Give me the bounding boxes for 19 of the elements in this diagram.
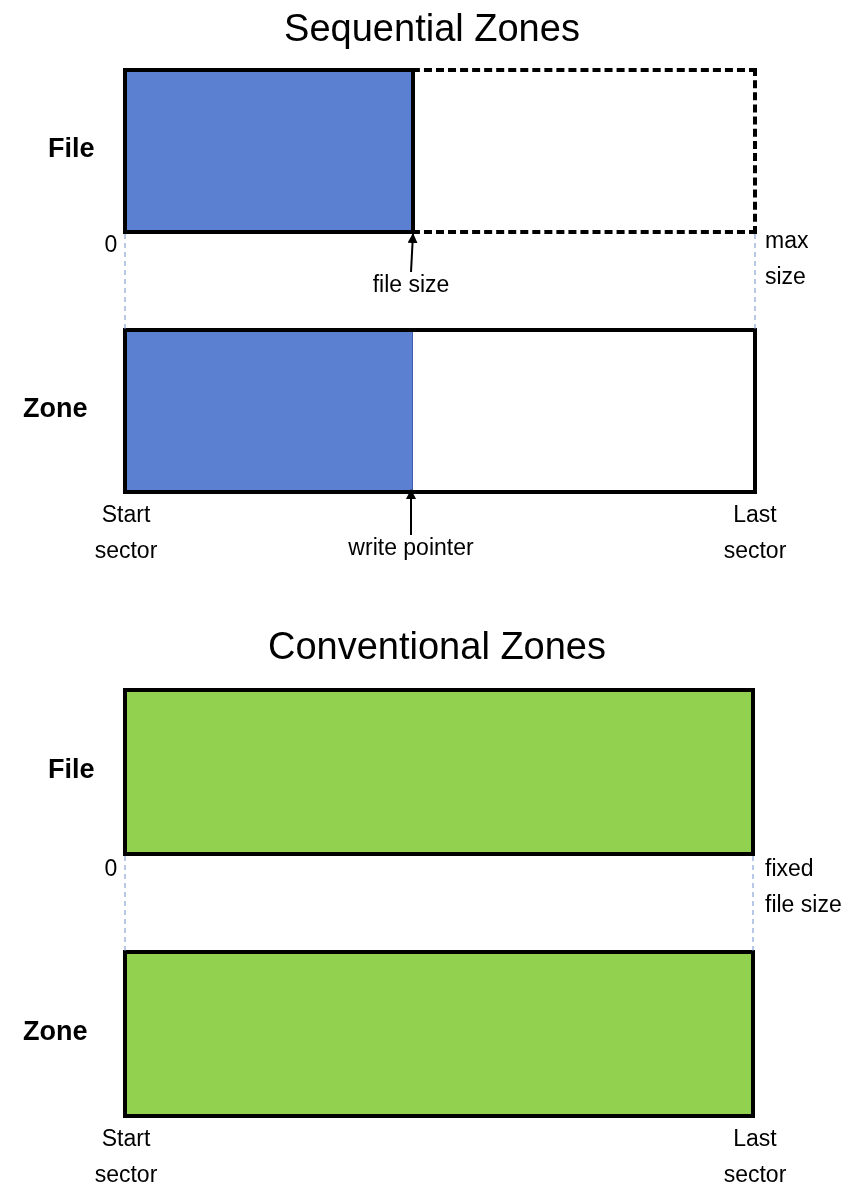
row-label: Zone: [23, 1016, 88, 1047]
axis-label: Last sector: [722, 1124, 788, 1185]
pointer-arrow: [407, 233, 418, 273]
axis-label: max size: [765, 226, 810, 291]
axis-label: 0: [104, 854, 118, 883]
section-title: Conventional Zones: [268, 624, 606, 668]
row-label: Zone: [23, 393, 88, 424]
row-label: File: [48, 133, 95, 164]
row-label: File: [48, 754, 95, 785]
section-title: Sequential Zones: [284, 6, 580, 50]
pointer-arrow: [406, 489, 416, 536]
axis-label: Last sector: [722, 500, 788, 565]
axis-label: fixed file size: [765, 854, 843, 919]
pointer-label: write pointer: [316, 533, 506, 563]
pointer-label: file size: [351, 270, 471, 300]
written-zone-bar: [127, 332, 413, 490]
axis-label: Start sector: [93, 500, 159, 565]
axis-label: 0: [104, 230, 118, 259]
axis-label: Start sector: [93, 1124, 159, 1185]
